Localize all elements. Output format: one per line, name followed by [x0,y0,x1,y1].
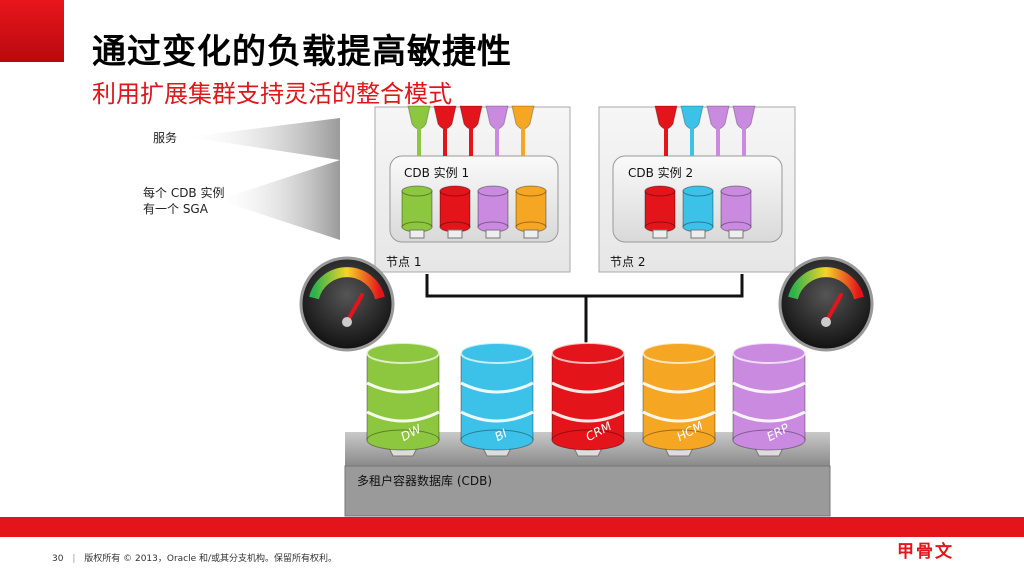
pdb-cylinder-icon [515,185,547,239]
pdb-cylinder-icon [401,185,433,239]
oracle-cn-logo: 甲骨文 [897,542,954,562]
node-1-label: 节点 1 [386,255,422,269]
sga-beam [218,160,340,240]
cdb-container-label: 多租户容器数据库 (CDB) [357,474,493,488]
service-icon [654,105,678,156]
service-icon [407,105,431,156]
database-cylinder-icon [460,342,534,457]
gauge-icon-left [299,256,395,352]
database-cylinder-icon [551,342,625,457]
node-2-label: 节点 2 [610,255,646,269]
pdb-cylinder-icon [477,185,509,239]
page-number: 30 [52,554,64,564]
service-icon [680,105,704,156]
brand-corner-block [0,0,64,62]
service-icon [511,105,535,156]
database-cylinder-icon [366,342,440,457]
footer-red-bar [0,517,1024,537]
service-icon [433,105,457,156]
oracle-logo: ORACLE [897,521,963,537]
cluster-interconnect [425,274,744,346]
copyright-text: 版权所有 © 2013，Oracle 和/或其分支机构。保留所有权利。 [84,554,338,564]
pdb-cylinder-icon [682,185,714,239]
database-cylinder-icon [642,342,716,457]
service-icon [459,105,483,156]
database-cylinder-icon [732,342,806,457]
pdb-cylinder-icon [439,185,471,239]
gauge-icon-right [778,256,874,352]
service-icon [706,105,730,156]
pdb-cylinder-icon [644,185,676,239]
service-label: 服务 [153,131,178,145]
sga-label-line1: 每个 CDB 实例 [143,186,225,200]
footer: 30 | 版权所有 © 2013，Oracle 和/或其分支机构。保留所有权利。 [52,554,338,564]
service-icon [485,105,509,156]
service-icon [732,105,756,156]
pdb-cylinder-icon [720,185,752,239]
service-beam [188,118,340,160]
cdb-instance-1-label: CDB 实例 1 [404,166,470,180]
sga-label-line2: 有一个 SGA [143,202,208,216]
slide-subtitle: 利用扩展集群支持灵活的整合模式 [92,80,452,108]
slide-title: 通过变化的负载提高敏捷性 [92,32,512,72]
cdb-instance-2-label: CDB 实例 2 [628,166,694,180]
